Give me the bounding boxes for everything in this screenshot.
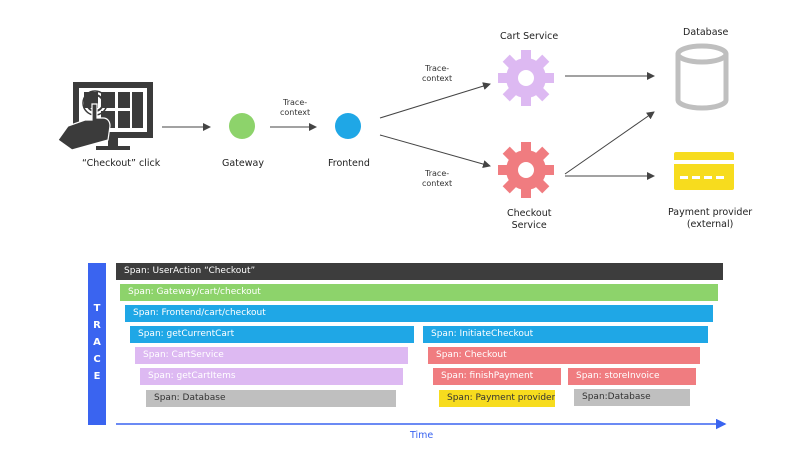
edge-frontend-checkout <box>379 134 491 168</box>
trace-context-line2: context <box>422 179 453 188</box>
trace-context-line2: context <box>422 74 453 83</box>
click-label: “Checkout” click <box>82 158 161 169</box>
span-user-action: Span: UserAction “Checkout” <box>116 263 723 280</box>
computer-click-icon <box>57 82 153 151</box>
checkout-service-label: Checkout Service <box>507 208 551 232</box>
trace-context-label: Trace- context <box>422 169 452 189</box>
checkout-service-gear-icon <box>498 142 554 198</box>
trace-context-line1: Trace- <box>425 64 450 73</box>
trace-letter: T <box>93 303 101 314</box>
payment-label-line1: Payment provider <box>668 207 753 218</box>
trace-context-line1: Trace- <box>283 98 308 107</box>
cart-service-label: Cart Service <box>500 31 559 42</box>
span-finish-payment: Span: finishPayment <box>433 368 561 385</box>
payment-card-icon <box>674 152 734 190</box>
edge-checkout-database <box>564 111 655 175</box>
span-get-cart-items: Span: getCartItems <box>140 368 403 385</box>
gateway-node <box>229 113 255 139</box>
payment-label-line2: (external) <box>686 219 734 230</box>
span-cart-service: Span: CartService <box>135 347 408 364</box>
span-gateway: Span: Gateway/cart/checkout <box>120 284 718 301</box>
cart-service-gear-icon <box>498 50 554 106</box>
database-icon <box>675 43 729 111</box>
checkout-service-label-line2: Service <box>511 220 547 231</box>
trace-context-label: Trace- context <box>422 64 452 84</box>
trace-context-line2: context <box>280 108 311 117</box>
trace-vertical-label: T R A C E <box>88 300 106 385</box>
gateway-label: Gateway <box>222 158 264 169</box>
frontend-node <box>335 113 361 139</box>
span-get-current-cart: Span: getCurrentCart <box>130 326 414 343</box>
checkout-service-label-line1: Checkout <box>507 208 552 219</box>
span-database: Span: Database <box>146 390 396 407</box>
database-label: Database <box>683 27 729 38</box>
trace-context-line1: Trace- <box>425 169 450 178</box>
frontend-label: Frontend <box>328 158 370 169</box>
time-label: Time <box>410 430 434 441</box>
trace-letter: A <box>93 337 101 348</box>
architecture-diagram <box>57 43 734 198</box>
span-initiate-checkout: Span: InitiateCheckout <box>423 326 708 343</box>
span-database-invoice: Span:Database <box>574 389 690 406</box>
trace-context-label: Trace- context <box>280 98 310 118</box>
trace-axis-bar <box>88 263 106 425</box>
trace-letter: E <box>93 371 101 382</box>
edge-frontend-cart <box>379 82 491 119</box>
trace-letter: R <box>93 320 101 331</box>
span-store-invoice: Span: storeInvoice <box>568 368 696 385</box>
trace-letter: C <box>93 354 101 365</box>
span-payment-provider: Span: Payment provider <box>439 390 555 407</box>
payment-label: Payment provider (external) <box>668 207 752 231</box>
span-frontend: Span: Frontend/cart/checkout <box>125 305 713 322</box>
span-checkout: Span: Checkout <box>428 347 700 364</box>
